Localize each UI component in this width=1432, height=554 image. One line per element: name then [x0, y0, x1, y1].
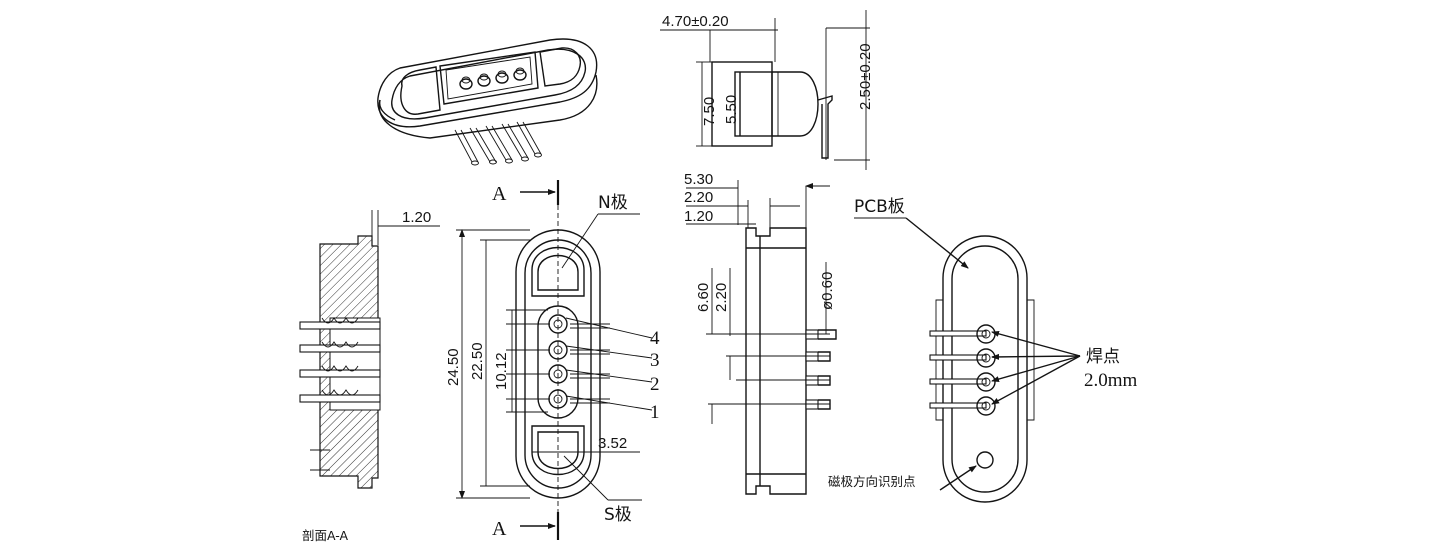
mid-dim-b: 2.20 — [684, 189, 713, 206]
section-mark-bottom: A — [492, 518, 507, 540]
iso-pins — [454, 121, 542, 166]
front-outer-body — [515, 229, 601, 499]
pin-number-1: 1 — [650, 402, 660, 423]
mid-dim-pin-dia: ø0.60 — [819, 272, 836, 310]
side-dim-height-inner: 5.50 — [723, 95, 740, 124]
front-dim-inner-length: 22.50 — [469, 342, 486, 380]
iso-pin-heads — [459, 67, 527, 90]
middle-view: 5.30 2.20 1.20 6.60 — [684, 171, 837, 495]
mid-dim-a: 5.30 — [684, 171, 713, 188]
front-dim-total-length: 24.50 — [445, 348, 462, 386]
pin-number-2: 2 — [650, 374, 660, 395]
mid-dim-e: 2.20 — [713, 283, 730, 312]
section-mark-top: A — [492, 183, 507, 205]
label-marker: 磁极方向识别点 — [828, 474, 916, 489]
section-view: 1.20 剖面A-A — [299, 209, 440, 543]
pcb-outer-body — [942, 235, 1028, 503]
pcb-view: PCB板 焊点 2.0mm 磁极方向识别点 — [828, 197, 1138, 503]
pcb-marker-dot — [976, 451, 994, 469]
label-pcb: PCB板 — [854, 197, 905, 217]
side-dim-width: 4.70±0.20 — [662, 13, 729, 30]
iso-body-top — [377, 38, 598, 128]
front-dim-pin-span: 10.12 — [493, 352, 510, 390]
label-n-pole: N极 — [598, 193, 628, 213]
front-dim-slot: 3.52 — [598, 435, 627, 452]
label-s-pole: S极 — [604, 505, 632, 525]
section-pins — [299, 317, 381, 403]
label-solder-size: 2.0mm — [1084, 370, 1138, 391]
mid-dim-d: 6.60 — [695, 283, 712, 312]
section-caption: 剖面A-A — [302, 528, 349, 543]
mid-body — [745, 227, 807, 495]
side-dim-pin-length: 2.50±0.20 — [857, 43, 874, 110]
mid-pins — [805, 329, 837, 410]
pin-number-3: 3 — [650, 350, 660, 371]
section-dim-flange: 1.20 — [402, 209, 431, 226]
label-solder: 焊点 — [1086, 347, 1120, 367]
side-view: 4.70±0.20 7.50 5.50 2.50±0.20 — [660, 10, 874, 170]
mid-dim-c: 1.20 — [684, 208, 713, 225]
pcb-pins — [929, 324, 996, 416]
iso-view — [377, 38, 598, 166]
side-dim-height-outer: 7.50 — [701, 97, 718, 126]
front-view: A A 4 3 — [445, 180, 660, 540]
pin-number-4: 4 — [650, 328, 660, 349]
